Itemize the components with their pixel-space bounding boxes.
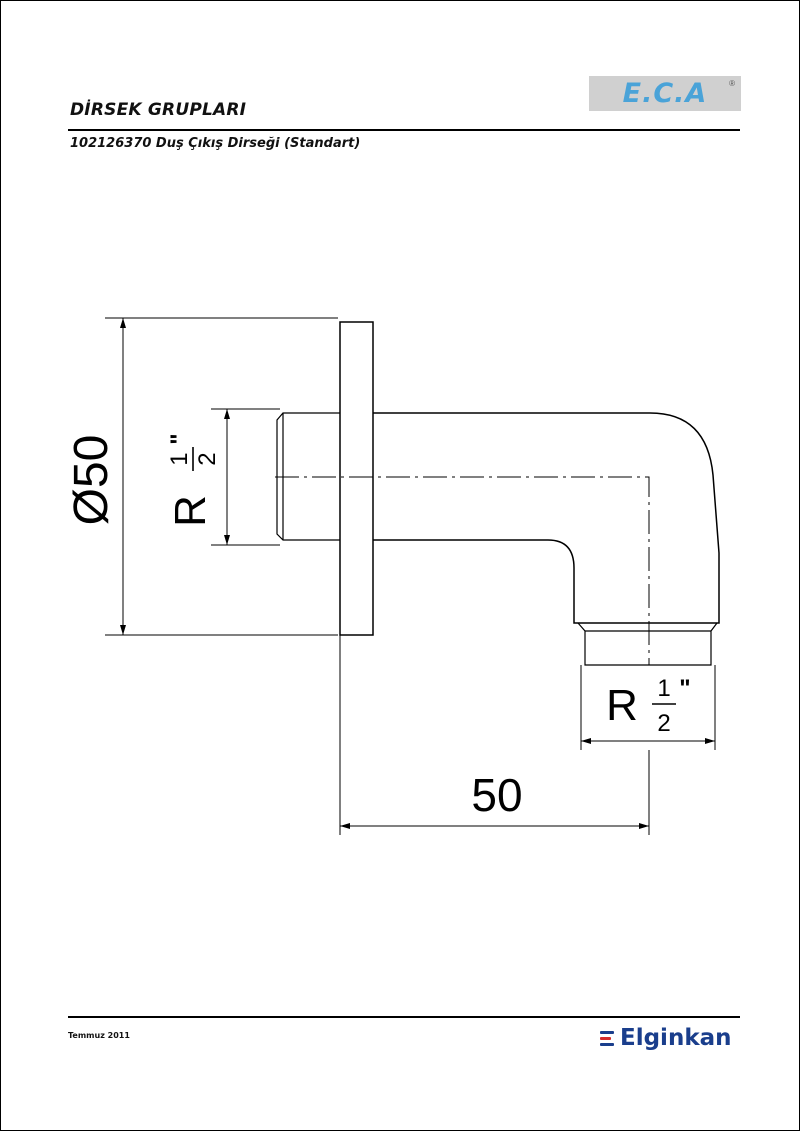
diameter-label: Ø50 — [65, 435, 118, 526]
outlet-thread-unit: " — [679, 675, 690, 702]
outlet-thread-denominator: 2 — [657, 710, 670, 737]
eca-logo-text: E.C.A — [622, 78, 708, 109]
inlet-thread-numerator: 1 — [166, 452, 193, 465]
eca-logo: E.C.A ® — [589, 76, 741, 111]
outlet-thread-prefix: R — [606, 681, 638, 730]
diameter-dimension — [105, 317, 338, 636]
outlet-thread-dimension — [580, 665, 716, 750]
elginkan-brand-name: Elginkan — [620, 1025, 732, 1051]
outlet-thread — [577, 622, 718, 666]
elginkan-mark-icon — [600, 1030, 616, 1046]
inlet-thread-unit: " — [166, 433, 193, 444]
footer-divider — [68, 1016, 740, 1018]
elginkan-logo: Elginkan — [600, 1025, 732, 1051]
length-label: 50 — [471, 769, 522, 821]
page-title: DİRSEK GRUPLARI — [70, 100, 247, 120]
inlet-thread-prefix: R — [166, 495, 215, 527]
length-dimension — [339, 635, 650, 835]
inlet-thread-dimension — [211, 408, 280, 546]
product-subtitle: 102126370 Duş Çıkış Dirseği (Standart) — [70, 136, 361, 151]
wall-flange — [339, 321, 374, 636]
outlet-thread-numerator: 1 — [657, 675, 670, 702]
registered-mark: ® — [729, 79, 735, 88]
elbow-body — [373, 412, 720, 624]
footer-date: Temmuz 2011 — [68, 1031, 130, 1040]
header-divider — [68, 129, 740, 131]
inlet-thread-denominator: 2 — [194, 452, 221, 465]
inlet-thread-label: R 1 2 " — [166, 433, 221, 527]
outlet-thread-label: R 1 2 " — [606, 675, 691, 737]
centerline — [275, 476, 650, 665]
